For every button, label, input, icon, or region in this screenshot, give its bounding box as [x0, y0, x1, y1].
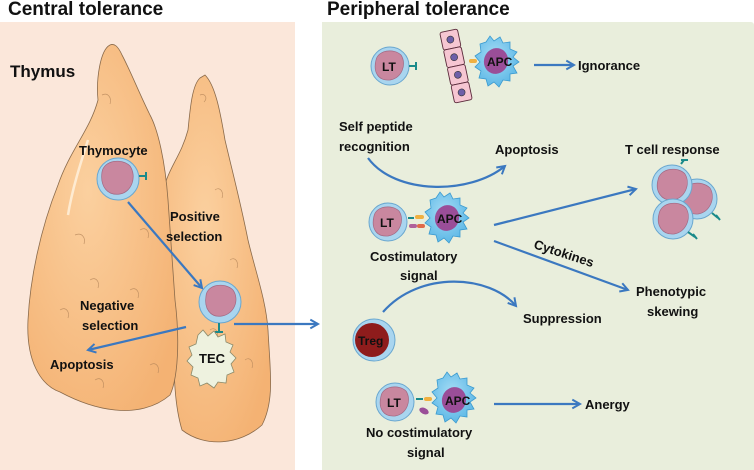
apc-label: APC [445, 394, 471, 408]
no-costimulatory-label-line2: signal [407, 445, 445, 460]
phenotypic-skewing-label-line2: skewing [647, 304, 698, 319]
tcr-receptor-icon [409, 62, 417, 70]
positive-selection-label-line1: Positive [170, 209, 220, 224]
t-cell-response-cluster [651, 159, 721, 240]
thymus-label: Thymus [10, 62, 75, 81]
t-cell-response-label: T cell response [625, 142, 720, 157]
arrow-to-phenotypic-skewing [493, 239, 630, 293]
anergy-label: Anergy [585, 397, 631, 412]
self-peptide-label-line2: recognition [339, 139, 410, 154]
apc-label: APC [437, 212, 463, 226]
thymocyte-cell [96, 157, 147, 201]
arrow-self-peptide-to-apoptosis [367, 157, 507, 188]
arrow-treg-to-suppression [382, 280, 518, 313]
phenotypic-skewing-label-line1: Phenotypic [636, 284, 706, 299]
tcr-receptor-icon [215, 323, 223, 333]
lt-label: LT [387, 396, 401, 410]
tcr-receptor-icon [139, 172, 147, 180]
thymus-left-lobe [27, 44, 179, 411]
thymocyte-label: Thymocyte [79, 143, 148, 158]
positive-selection-label-line2: selection [166, 229, 222, 244]
costim-lt-cell: LT [368, 202, 408, 242]
arrow-to-t-cell-response [493, 185, 638, 227]
lt-label: LT [382, 60, 396, 74]
peripheral-tolerance-heading: Peripheral tolerance [327, 0, 510, 20]
suppression-label: Suppression [523, 311, 602, 326]
treg-label: Treg [358, 334, 383, 348]
tissue-cells-stack [439, 28, 473, 104]
tec-cell [186, 329, 237, 389]
self-peptide-label-line1: Self peptide [339, 119, 413, 134]
no-costimulatory-label-line1: No costimulatory [366, 425, 473, 440]
anergy-apc-cell: APC [431, 371, 477, 424]
apc-label: APC [487, 55, 513, 69]
mhc-molecule-icon [469, 59, 477, 63]
tec-label: TEC [199, 351, 226, 366]
ignorance-label: Ignorance [578, 58, 640, 73]
costimulatory-label-line1: Costimulatory [370, 249, 458, 264]
costim-apc-cell: APC [424, 191, 470, 244]
central-tolerance-heading: Central tolerance [8, 0, 164, 20]
negative-selection-label-line2: selection [82, 318, 138, 333]
costimulatory-label-line2: signal [400, 268, 438, 283]
ignorance-apc-cell: APC [474, 35, 520, 88]
thymus-texture [59, 93, 253, 389]
negative-selection-label-line1: Negative [80, 298, 134, 313]
selected-thymocyte-cell [198, 280, 242, 333]
costim-receptor-pairs [408, 215, 425, 228]
thymus-organ [27, 44, 272, 443]
treg-cell: Treg [352, 318, 396, 362]
central-apoptosis-label: Apoptosis [50, 357, 114, 372]
cytokines-label: Cytokines [532, 237, 596, 270]
ignorance-lt-cell: LT [370, 46, 417, 86]
peripheral-apoptosis-label: Apoptosis [495, 142, 559, 157]
anergy-lt-cell: LT [375, 382, 415, 422]
no-costim-receptors [416, 397, 432, 415]
arrow-negative-selection-to-apoptosis [86, 325, 187, 354]
arrow-thymocyte-to-positive-selection [127, 201, 204, 290]
lt-label: LT [380, 216, 394, 230]
